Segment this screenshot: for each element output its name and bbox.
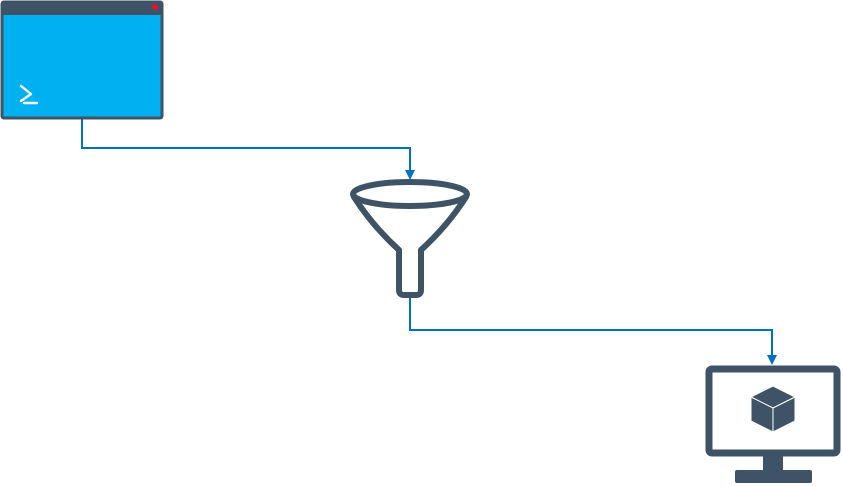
funnel-icon	[350, 179, 470, 298]
prompt-icon	[19, 84, 39, 105]
powershell-window-icon	[0, 0, 164, 120]
connector-filter-to-vm	[409, 296, 777, 365]
connector-powershell-to-filter	[81, 118, 415, 180]
cube-icon	[749, 385, 797, 433]
monitor-cube-icon	[705, 365, 841, 483]
close-dot-icon	[152, 4, 158, 10]
